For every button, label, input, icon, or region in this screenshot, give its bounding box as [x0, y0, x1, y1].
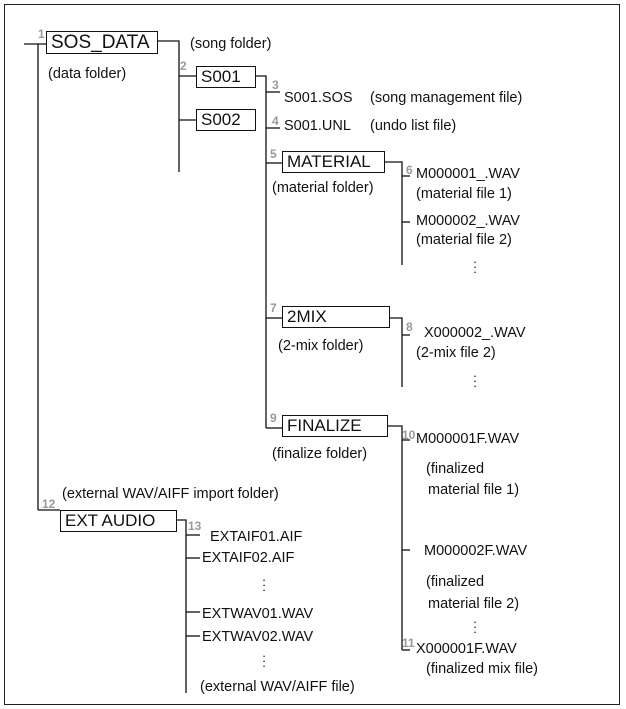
finalize-folder: FINALIZE [282, 415, 388, 437]
finalized-label-1a: (finalized [426, 461, 485, 477]
file-extwav01: EXTWAV01.WAV [202, 606, 314, 622]
file-m000002f: M000002F.WAV [424, 543, 528, 559]
s001-folder: S001 [196, 66, 256, 88]
callout-number: 9 [270, 411, 277, 425]
callout-number: 10 [402, 428, 416, 442]
ext-file-label: (external WAV/AIFF file) [200, 679, 355, 695]
data-folder-label: (data folder) [48, 66, 127, 82]
file-m000002: M000002_.WAV [416, 213, 520, 229]
ellipsis-icon: ... [473, 365, 477, 390]
callout-number: 12 [42, 497, 56, 511]
file-m000001f: M000001F.WAV [416, 431, 520, 447]
callout-number: 13 [188, 519, 202, 533]
material-folder-label: (material folder) [272, 180, 374, 196]
ellipsis-icon: ... [262, 569, 266, 594]
ext-import-folder-label: (external WAV/AIFF import folder) [62, 486, 279, 502]
callout-number: 5 [270, 147, 277, 161]
diagram-frame [4, 4, 620, 705]
material-file-2-label: (material file 2) [416, 232, 512, 248]
callout-number: 1 [38, 27, 45, 41]
callout-number: 7 [270, 301, 277, 315]
ellipsis-icon: ... [262, 645, 266, 670]
material-folder: MATERIAL [282, 151, 385, 173]
callout-number: 2 [180, 59, 187, 73]
undo-list-label: (undo list file) [370, 118, 457, 134]
file-extaif01: EXTAIF01.AIF [210, 529, 303, 545]
file-s001-unl: S001.UNL [284, 118, 351, 134]
file-extwav02: EXTWAV02.WAV [202, 629, 314, 645]
finalized-mix-label: (finalized mix file) [426, 661, 538, 677]
song-folder-label: (song folder) [190, 36, 272, 52]
twomix-file-2-label: (2-mix file 2) [416, 345, 496, 361]
ext-audio-folder: EXT AUDIO [60, 510, 177, 532]
song-management-label: (song management file) [370, 90, 523, 106]
finalize-folder-label: (finalize folder) [272, 446, 368, 462]
ellipsis-icon: ... [473, 611, 477, 636]
file-extaif02: EXTAIF02.AIF [202, 550, 295, 566]
callout-number: 4 [272, 114, 279, 128]
finalized-label-2a: (finalized [426, 574, 485, 590]
twomix-folder: 2MIX [282, 306, 390, 328]
material-file-1-label: (material file 1) [416, 186, 512, 202]
ellipsis-icon: ... [473, 251, 477, 276]
callout-number: 6 [406, 163, 413, 177]
callout-number: 3 [272, 78, 279, 92]
finalized-label-2b: material file 2) [428, 596, 520, 612]
s002-folder: S002 [196, 109, 256, 131]
finalized-label-1b: material file 1) [428, 482, 520, 498]
file-m000001: M000001_.WAV [416, 166, 520, 182]
file-x000002: X000002_.WAV [424, 325, 526, 341]
callout-number: 11 [402, 636, 415, 650]
twomix-folder-label: (2-mix folder) [278, 338, 364, 354]
file-s001-sos: S001.SOS [284, 90, 353, 106]
callout-number: 8 [406, 320, 413, 334]
sos-data-folder: SOS_DATA [46, 31, 158, 54]
file-x000001f: X000001F.WAV [416, 641, 517, 657]
